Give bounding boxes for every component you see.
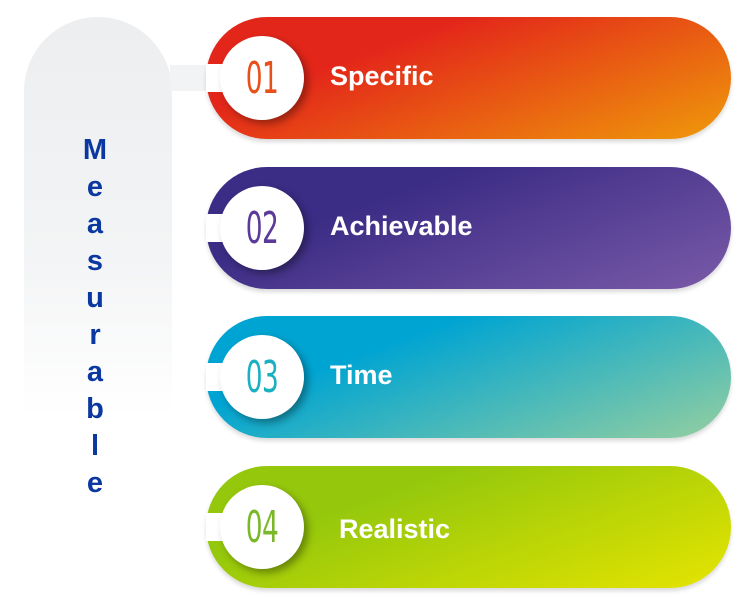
letter: l <box>90 430 100 462</box>
letter: a <box>86 356 104 388</box>
letter: M <box>82 134 108 166</box>
letter: s <box>86 245 104 277</box>
step-number: 03 <box>245 351 279 403</box>
step-time: 03 Time <box>206 316 731 438</box>
number-badge: 03 <box>220 335 304 419</box>
letter: u <box>86 282 104 314</box>
step-number: 02 <box>245 202 279 254</box>
step-label: Time <box>330 360 393 390</box>
step-label: Specific <box>330 61 434 91</box>
step-realistic: 04 Realistic <box>206 466 731 588</box>
step-achievable: 02 Achievable <box>206 167 731 289</box>
letter: b <box>86 393 104 425</box>
number-badge: 04 <box>220 485 304 569</box>
step-number: 04 <box>245 501 279 553</box>
letter: e <box>86 467 104 499</box>
step-specific: 01 Specific <box>206 17 731 139</box>
step-label: Realistic <box>339 514 451 544</box>
letter: r <box>89 319 101 351</box>
step-number: 01 <box>245 52 279 104</box>
letter: e <box>86 171 104 203</box>
number-badge: 02 <box>220 186 304 270</box>
step-label: Achievable <box>330 211 473 241</box>
letter: a <box>86 208 104 240</box>
measurable-column <box>24 17 172 417</box>
number-badge: 01 <box>220 36 304 120</box>
measurable-vertical-label: M e a s u r a b l e <box>70 132 120 502</box>
